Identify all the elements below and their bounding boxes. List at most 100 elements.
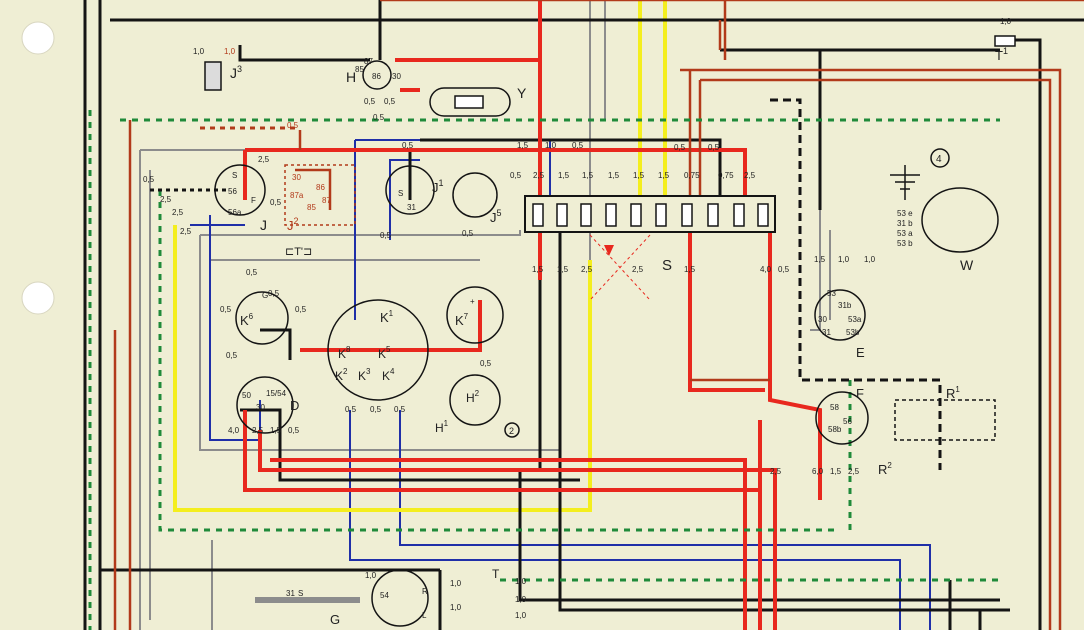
wire-size: 0,5 <box>384 97 396 106</box>
fuse <box>655 203 667 227</box>
green-striped-wire <box>158 190 840 532</box>
fuse-box <box>524 195 776 301</box>
red-wire <box>300 300 482 352</box>
wire-size: 0,5 <box>674 143 686 152</box>
label-e: E <box>856 345 865 360</box>
wire-size: 1,0 <box>838 255 850 264</box>
wire-size: 1,0 <box>450 579 462 588</box>
wire-size: 1,5 <box>270 426 282 435</box>
wire-size: 1,0 <box>864 255 876 264</box>
wire-size: 0,5 <box>288 426 300 435</box>
terminal: L <box>422 611 427 620</box>
label-w: W <box>960 257 974 273</box>
terminal: 85 <box>307 203 316 212</box>
gauge-g <box>371 569 429 627</box>
wire-size: 2,5 <box>848 467 860 476</box>
terminal: 30 <box>818 315 827 324</box>
red-wire <box>270 458 747 630</box>
label-k3: K3 <box>358 367 371 383</box>
switch-j <box>214 164 266 216</box>
label-j1: J1 <box>432 178 444 195</box>
black-wire <box>420 138 722 200</box>
fuse-box-arrow <box>604 245 614 256</box>
brown-wire <box>700 78 1052 630</box>
wire-size: 1,5 <box>684 265 696 274</box>
wire-size: 2,5 <box>632 265 644 274</box>
lamp-y-bulb <box>454 95 484 109</box>
label-k8: K8 <box>338 345 351 361</box>
horn-h2 <box>449 374 501 426</box>
ground-symbol <box>890 165 920 200</box>
wire-size: 1,0 <box>545 141 557 150</box>
wire-size: 1,5 <box>830 467 842 476</box>
label-t: T <box>492 567 500 581</box>
wire-size: 0,5 <box>364 97 376 106</box>
wire-size: 0,5 <box>480 359 492 368</box>
fuse-box-cross <box>589 234 651 301</box>
terminal: 87 <box>364 57 373 66</box>
sender-j3 <box>204 61 222 91</box>
terminal: 86 <box>316 183 325 192</box>
switch-j5 <box>452 172 498 218</box>
wire-size: 0,5 <box>370 405 382 414</box>
label-j5: J5 <box>490 208 502 225</box>
relay-j2 <box>284 164 356 226</box>
red-wire <box>688 230 765 392</box>
fuse <box>733 203 745 227</box>
black-wire <box>260 328 292 360</box>
red-wire <box>245 148 747 200</box>
lamp-k7 <box>446 286 504 344</box>
terminal: 53 e <box>897 209 913 218</box>
terminal: 30 <box>256 403 265 412</box>
brown-wire <box>680 68 1062 630</box>
terminal: G <box>262 291 268 300</box>
wire-size: 2,5 <box>172 208 184 217</box>
lamp-k6 <box>235 291 289 345</box>
yellow-wires <box>173 0 667 512</box>
wire-size: 0,5 <box>270 198 282 207</box>
terminal: 53b <box>846 328 860 337</box>
wire-size-labels: 0,5 0,5 0,5 0,5 2,5 0,5 2,5 2,5 2,5 0,5 … <box>143 97 876 620</box>
fuse <box>580 203 592 227</box>
circle-4 <box>930 148 950 168</box>
label-h1: H1 <box>435 419 449 435</box>
wire-size: 1,0 <box>515 577 527 586</box>
label-g: G <box>330 612 340 627</box>
wire-size: 1,5 <box>517 141 529 150</box>
wire-size: 1,5 <box>814 255 826 264</box>
wire-size: 1,5 <box>608 171 620 180</box>
wire-size: 0,5 <box>572 141 584 150</box>
black-dashed-wire <box>770 98 942 470</box>
lamp-y <box>429 87 511 117</box>
wire-size: 1,5 <box>532 265 544 274</box>
black-wire <box>240 408 580 482</box>
black-wire <box>238 45 370 62</box>
label-d: D <box>290 398 299 413</box>
terminal: 53 <box>827 289 836 298</box>
terminal: S <box>298 589 303 598</box>
terminal: 1,0 <box>193 47 205 56</box>
terminal: + <box>470 297 475 306</box>
wire-size: 0,75 <box>684 171 700 180</box>
fuse <box>630 203 642 227</box>
wire-size: 6,0 <box>812 467 824 476</box>
striped-wires <box>88 98 1000 630</box>
fuse <box>707 203 719 227</box>
grey-wire <box>199 235 560 451</box>
brown-wire <box>295 168 332 210</box>
wire-size: 0,5 <box>708 143 720 152</box>
blue-wire <box>399 410 931 630</box>
terminal: 53 a <box>897 229 913 238</box>
wire-size: 0,5 <box>246 268 258 277</box>
terminal: 87 <box>322 196 331 205</box>
switch-d <box>236 376 294 434</box>
wire-size: 2,5 <box>252 426 264 435</box>
terminal: 87a <box>290 191 304 200</box>
label-f: F <box>856 386 864 401</box>
wire-size: 1,5 <box>557 265 569 274</box>
terminal: 56 <box>843 417 852 426</box>
terminal: 15/54 <box>266 389 287 398</box>
binder-hole-top <box>21 21 55 55</box>
